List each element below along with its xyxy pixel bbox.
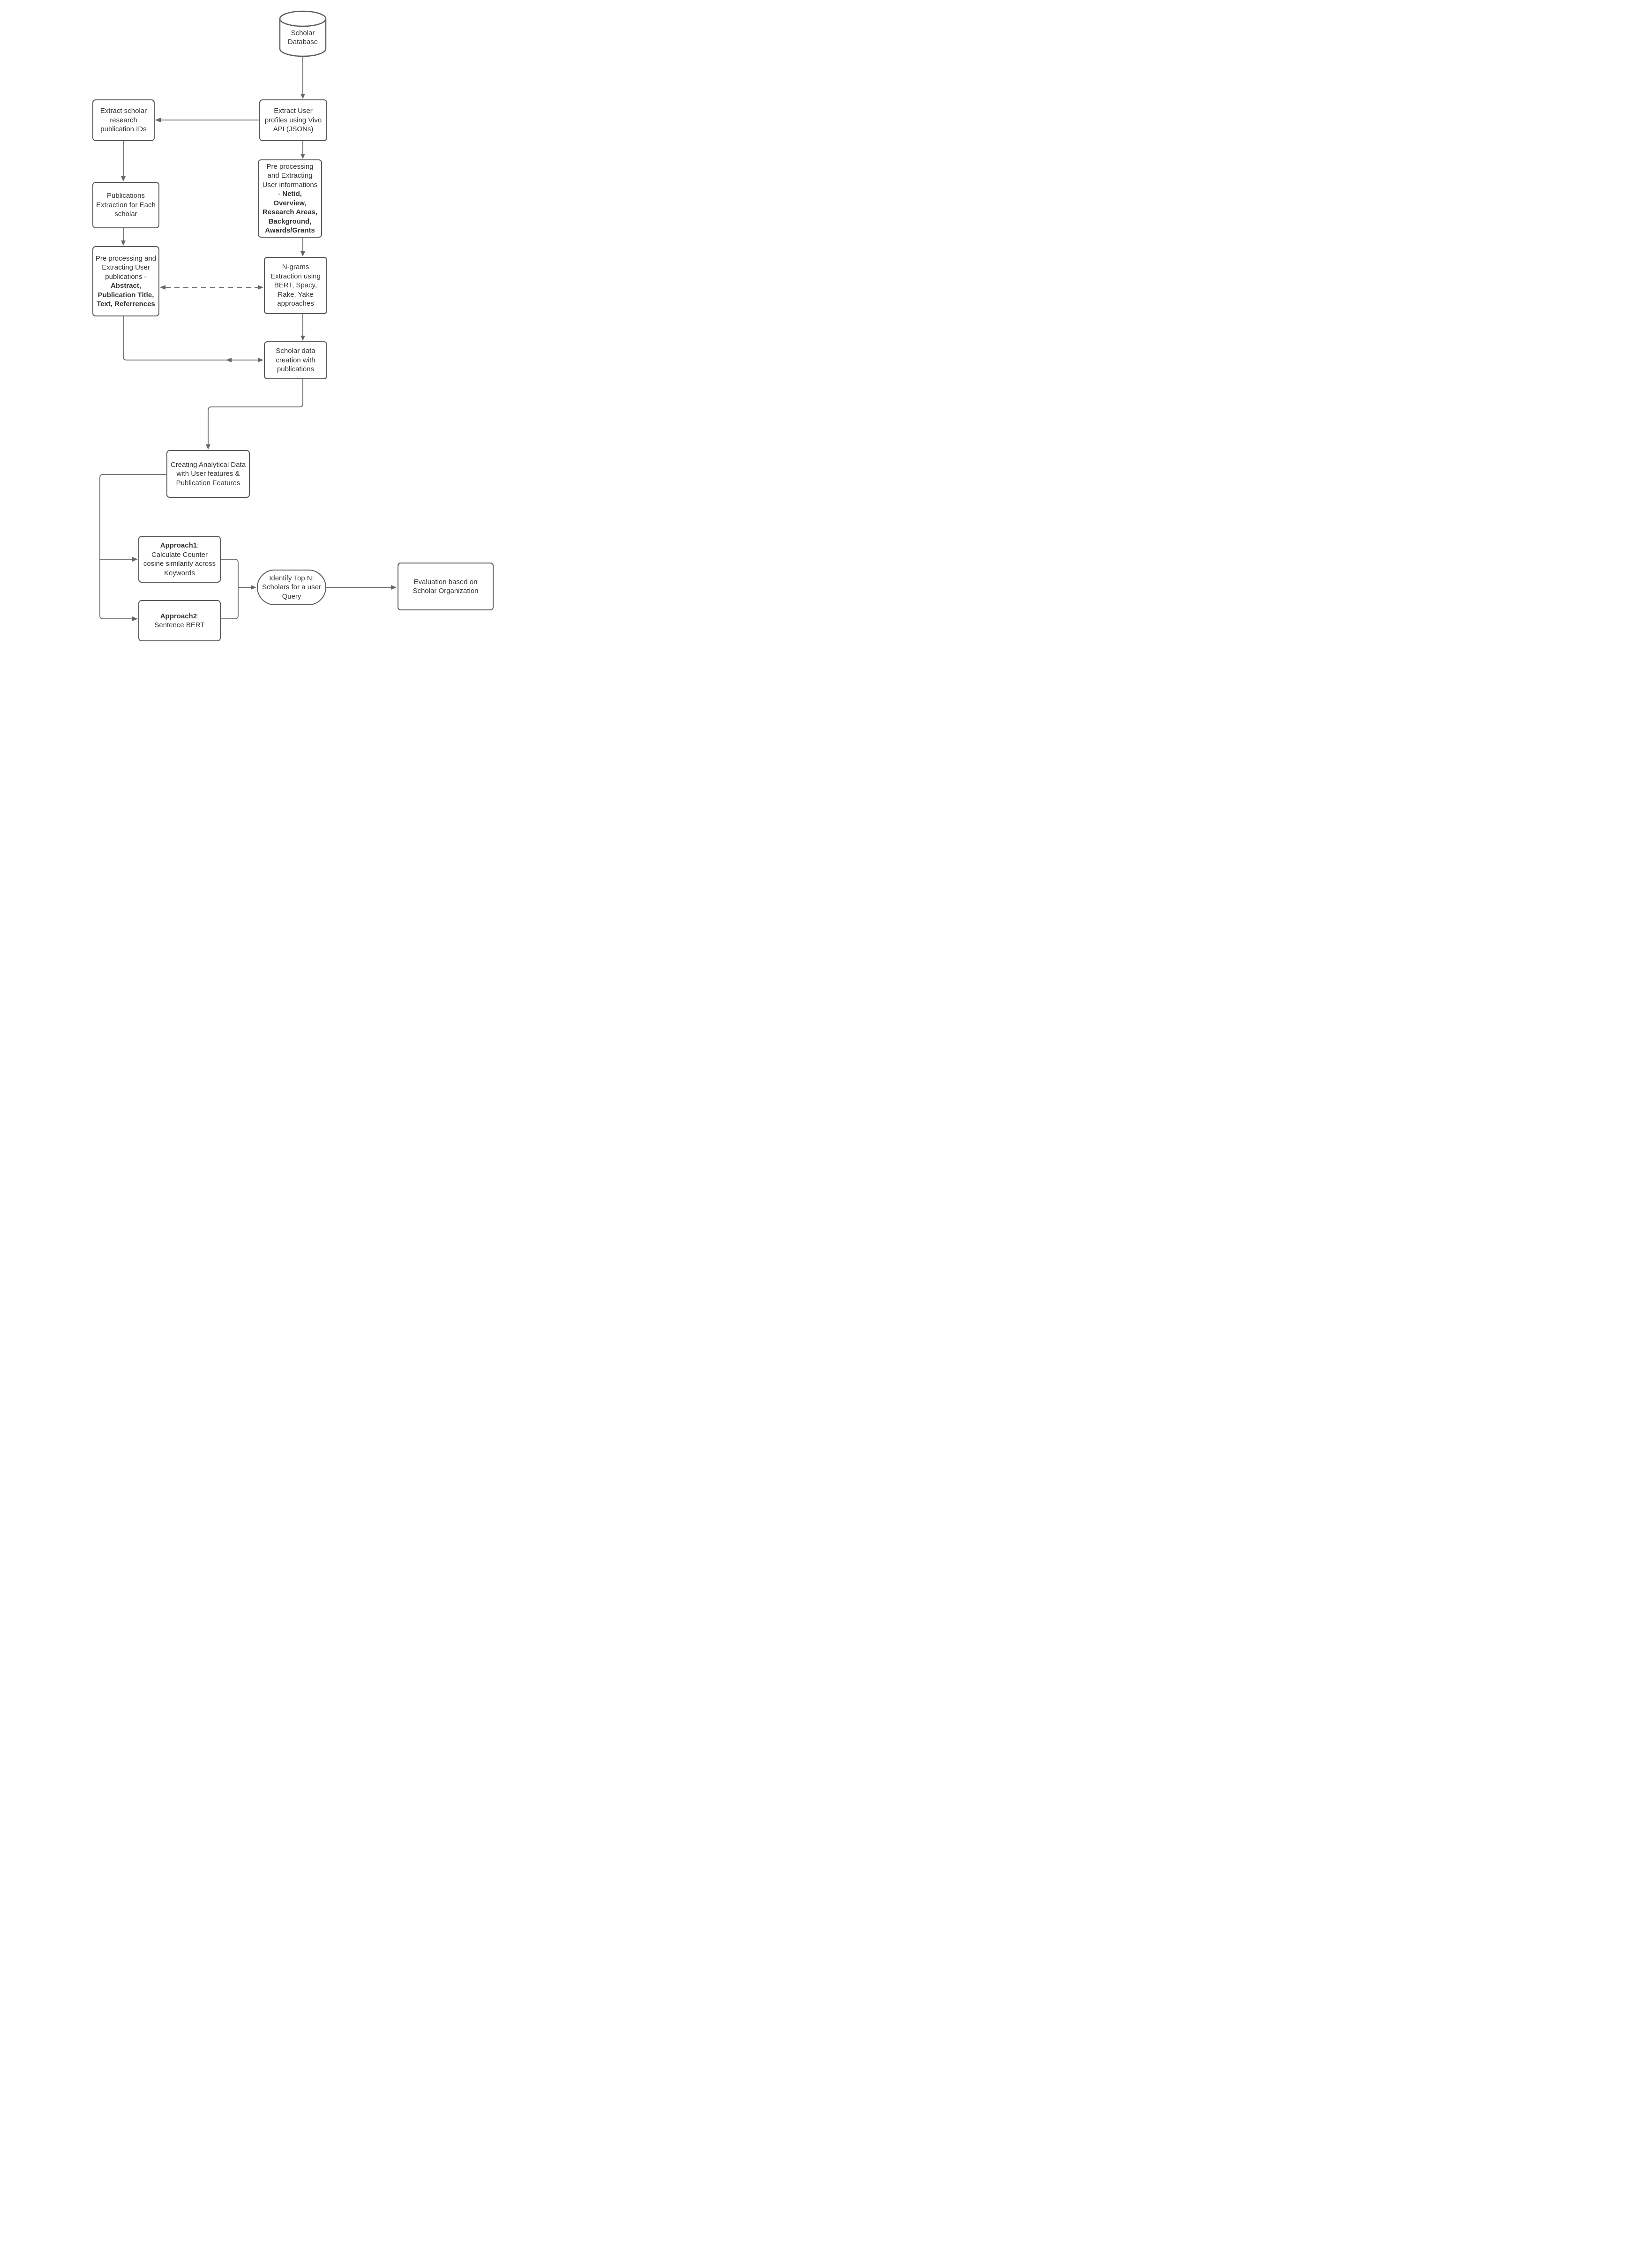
arrowhead-right-icon <box>132 557 138 562</box>
arrowhead-right-icon <box>251 585 256 590</box>
arrowhead-down-icon <box>300 154 305 159</box>
node-preprocess-user-publications: Pre processing and Extracting User publi… <box>92 246 159 316</box>
node-label: Scholar Database <box>287 29 318 46</box>
node-label: Approach2: Sentence BERT <box>154 612 205 630</box>
node-extract-publication-ids: Extract scholar research publication IDs <box>92 99 155 141</box>
node-ngrams-extraction: N-grams Extraction using BERT, Spacy, Ra… <box>264 257 327 314</box>
arrowhead-down-icon <box>121 240 126 246</box>
node-label: N-grams Extraction using BERT, Spacy, Ra… <box>270 263 321 308</box>
node-approach1: Approach1: Calculate Counter cosine simi… <box>138 536 221 583</box>
arrowhead-down-icon <box>121 176 126 181</box>
node-evaluation: Evaluation based on Scholar Organization <box>398 563 494 610</box>
node-label: Creating Analytical Data with User featu… <box>170 460 246 487</box>
arrowhead-right-icon <box>132 616 138 621</box>
flowchart-canvas: Scholar Database Extract User profiles u… <box>0 0 548 756</box>
arrowhead-down-icon <box>300 251 305 256</box>
node-scholar-data-creation: Scholar data creation with publications <box>264 341 327 379</box>
node-approach2: Approach2: Sentence BERT <box>138 600 221 641</box>
arrowhead-left-icon <box>155 118 161 122</box>
node-identify-top-n: Identify Top N: Scholars for a user Quer… <box>257 570 326 605</box>
node-preprocess-user-info: Pre processing and Extracting User infor… <box>258 159 322 238</box>
arrowhead-right-icon <box>258 285 263 290</box>
node-label: Scholar data creation with publications <box>276 347 315 374</box>
node-label: Approach1: Calculate Counter cosine simi… <box>143 541 216 577</box>
arrowhead-down-icon <box>300 94 305 99</box>
node-label: Identify Top N: Scholars for a user Quer… <box>262 574 321 601</box>
node-extract-user-profiles: Extract User profiles using Vivo API (JS… <box>259 99 327 141</box>
node-publications-extraction: Publications Extraction for Each scholar <box>92 182 159 228</box>
database-cylinder-shape <box>279 10 327 57</box>
edge-prepub-to-scholardata <box>123 316 258 360</box>
edge-analytical-to-approaches <box>99 474 166 619</box>
arrowhead-down-icon <box>300 336 305 341</box>
node-label: Extract scholar research publication IDs <box>100 107 147 134</box>
node-label: Pre processing and Extracting User publi… <box>95 254 157 308</box>
arrowhead-right-icon <box>258 358 263 362</box>
edge-scholardata-to-analytical <box>208 379 303 444</box>
arrowhead-down-icon <box>206 444 210 450</box>
arrowhead-left-icon <box>226 358 232 362</box>
node-label: Extract User profiles using Vivo API (JS… <box>264 107 322 134</box>
node-scholar-database: Scholar Database <box>281 23 325 53</box>
node-label: Pre processing and Extracting User infor… <box>262 162 318 235</box>
node-creating-analytical-data: Creating Analytical Data with User featu… <box>166 450 250 498</box>
node-label: Publications Extraction for Each scholar <box>96 192 156 218</box>
arrowhead-right-icon <box>391 585 397 590</box>
arrowhead-left-icon <box>160 285 165 290</box>
node-label: Evaluation based on Scholar Organization <box>413 578 479 595</box>
connector-layer <box>99 10 397 621</box>
edge-approaches-to-identify <box>221 559 251 619</box>
